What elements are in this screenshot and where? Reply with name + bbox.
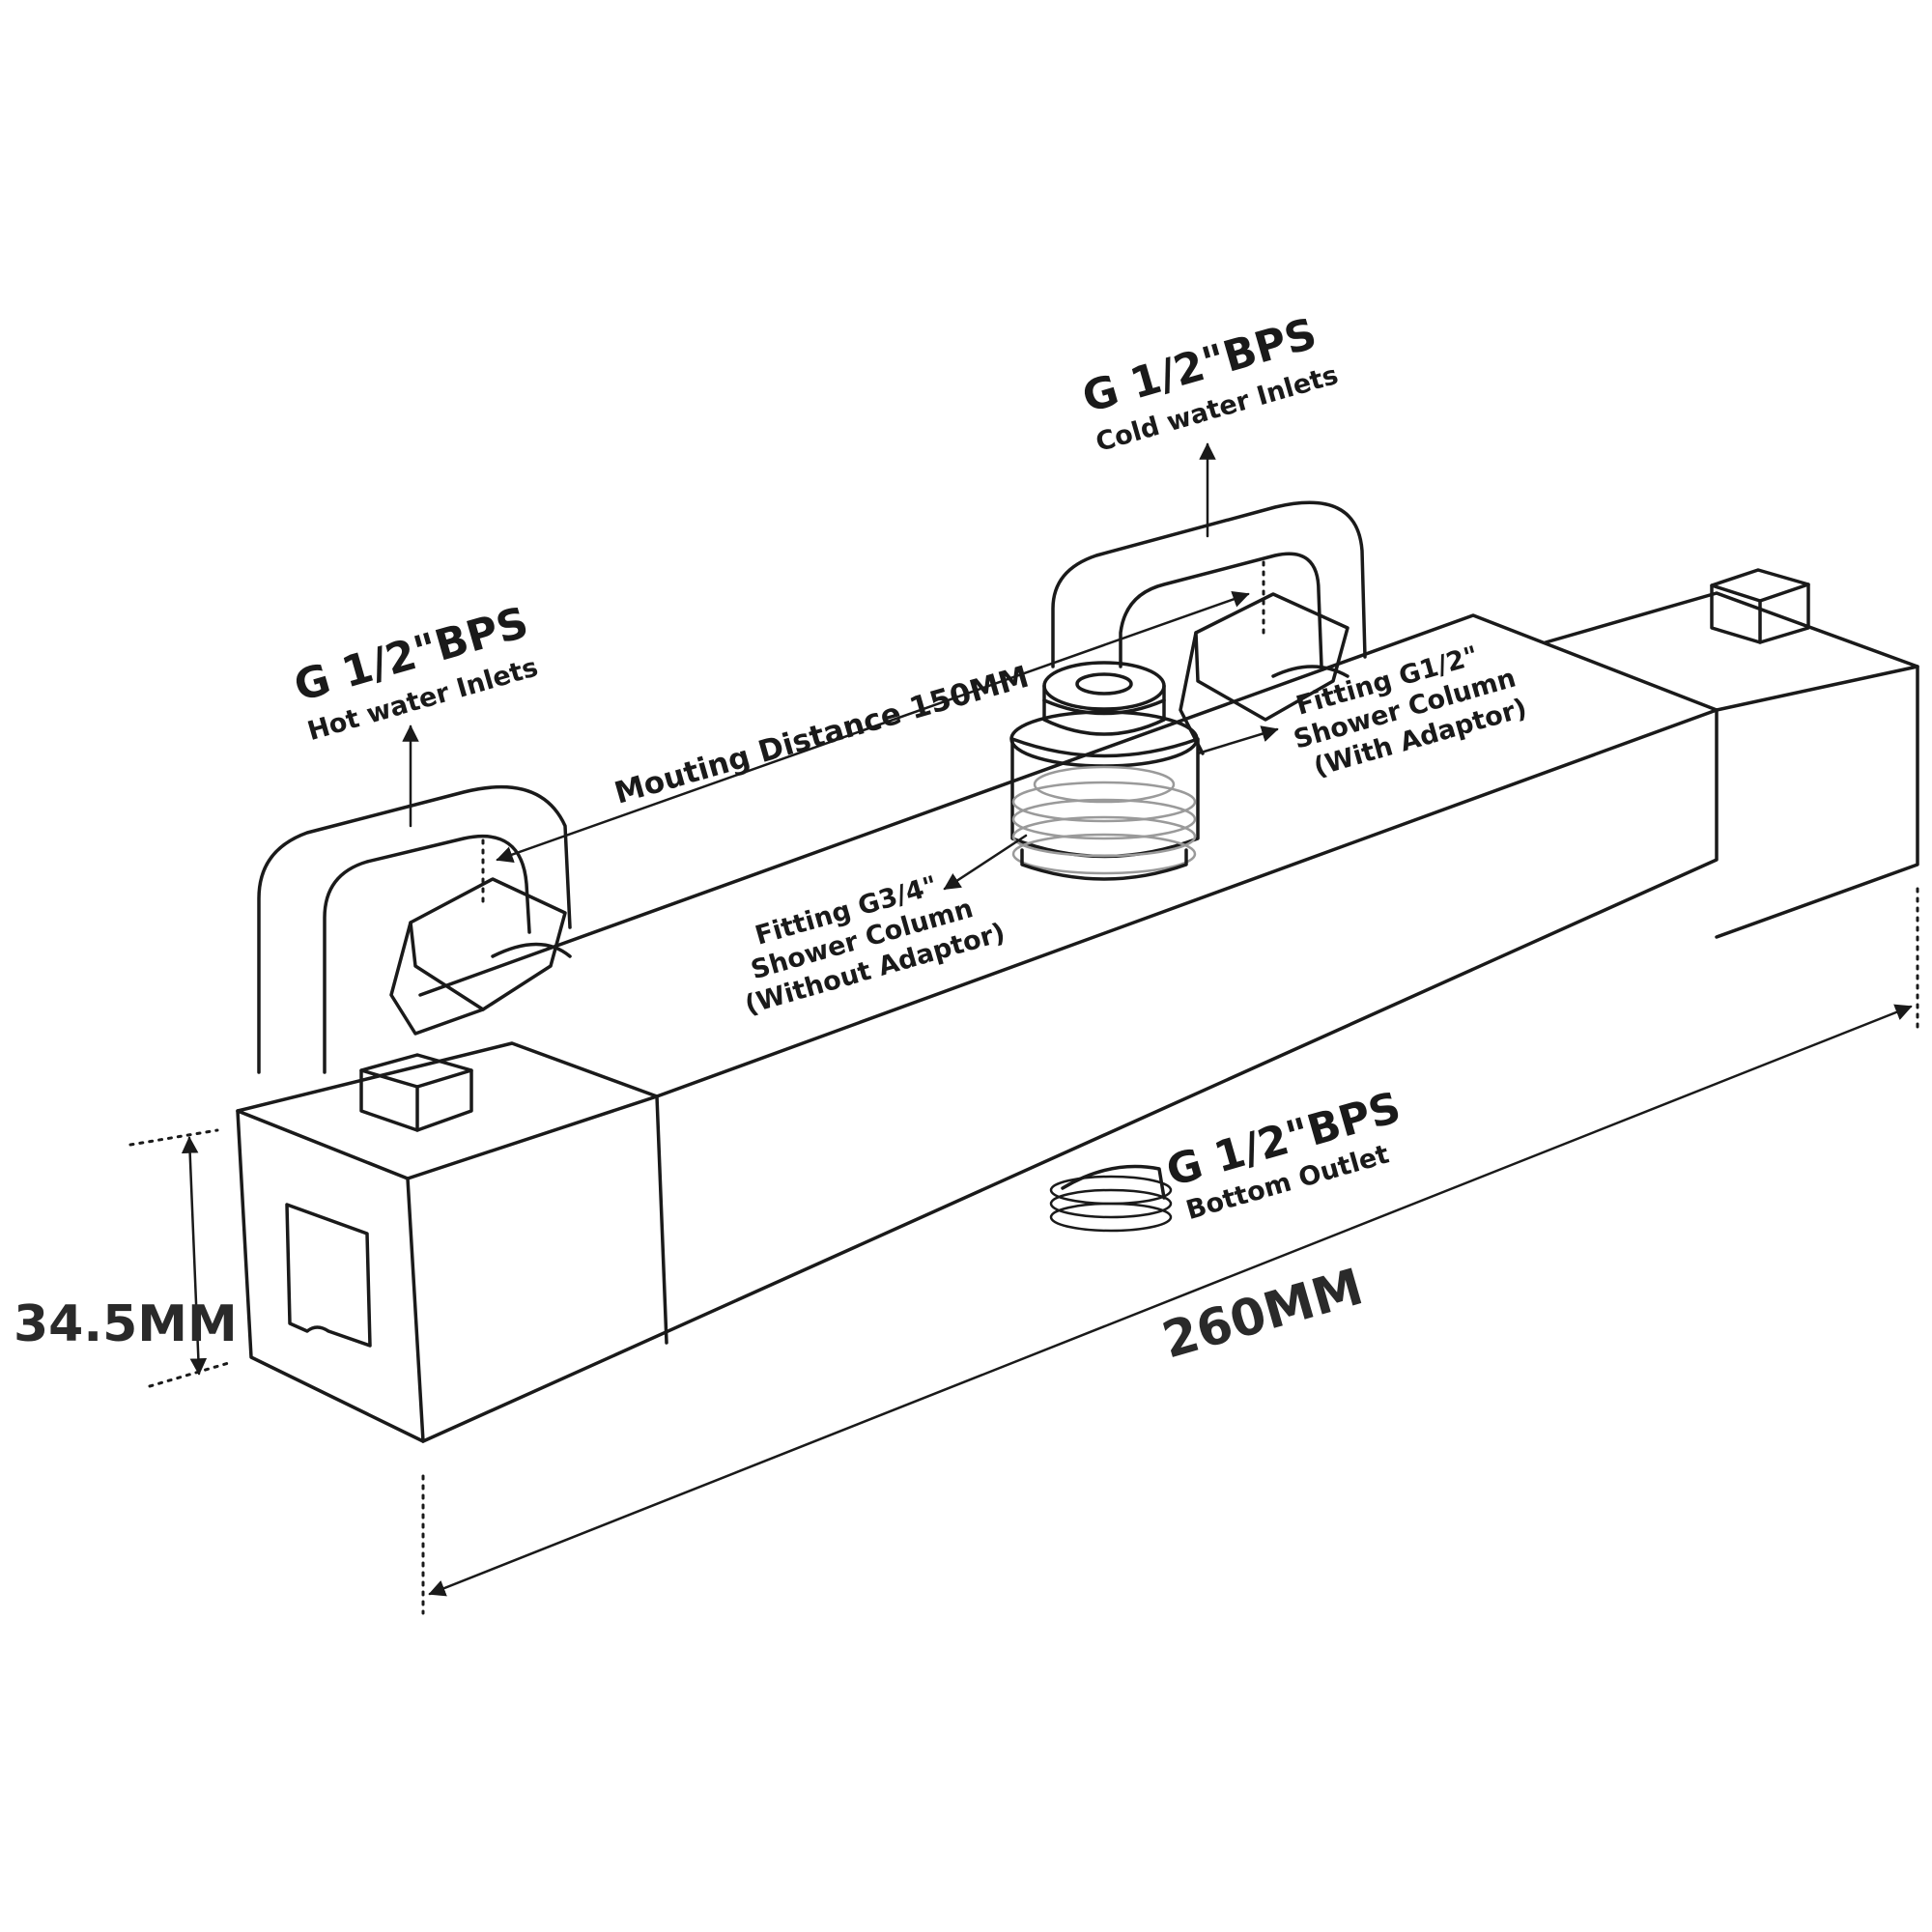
fitting-without-adaptor-label: Fitting G3/4" Shower Column (Without Ada… — [742, 870, 1009, 1020]
bottom-outlet-thread — [1049, 1164, 1173, 1233]
mounting-distance-label: Mouting Distance 150MM — [611, 660, 1033, 811]
bottom-outlet-label: G 1/2"BPS Bottom Outlet — [1161, 1083, 1406, 1226]
fitting-with-adaptor-label: Fitting G1/2" Shower Column (With Adapto… — [1291, 640, 1530, 782]
length-dimension-label: 260MM — [1156, 1258, 1369, 1370]
hot-inlet-label: G 1/2"BPS Hot water Inlets — [289, 598, 541, 747]
dimension-lines — [128, 442, 1919, 1615]
hot-inlet-bracket — [257, 784, 572, 1074]
cold-inlet-label: G 1/2"BPS Cold water Inlets — [1077, 309, 1342, 458]
height-dimension-label: 34.5MM — [14, 1295, 238, 1353]
